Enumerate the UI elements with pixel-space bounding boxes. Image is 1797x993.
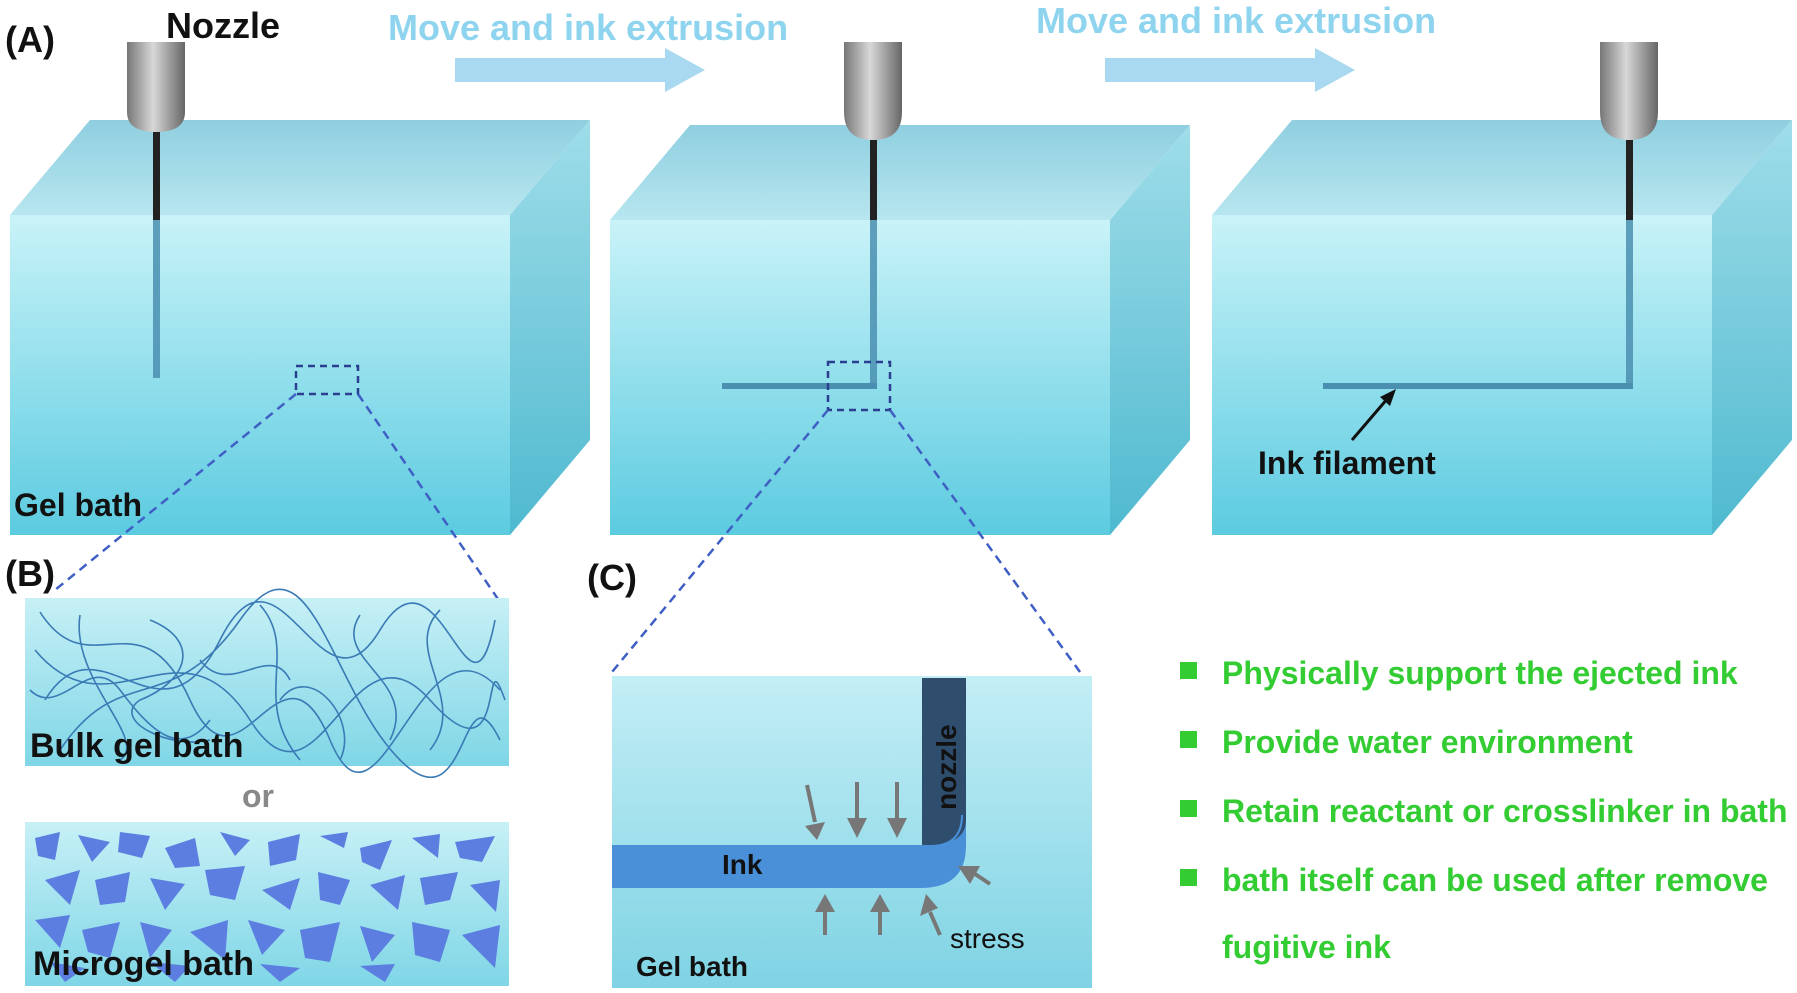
nozzle-label: Nozzle [166, 5, 280, 46]
bullet-text-1: Physically support the ejected ink [1222, 655, 1738, 691]
zoom-box-1 [294, 364, 360, 396]
bulk-gel-bath-panel [25, 588, 509, 778]
c-stress-label: stress [950, 923, 1025, 954]
move-label-1: Move and ink extrusion [388, 7, 788, 48]
move-arrow-1 [455, 48, 705, 92]
or-label: or [242, 778, 274, 814]
gel-bath-cube-2 [610, 125, 1190, 535]
stress-arrows [805, 782, 992, 936]
panel-a-label: (A) [5, 19, 55, 60]
zoom-box-2 [826, 360, 892, 412]
nozzle-1 [127, 42, 185, 378]
microgel-bath-panel [25, 822, 509, 986]
bullet-text-2: Provide water environment [1222, 724, 1633, 760]
bullet-text-4: bath itself can be used after remove [1222, 862, 1768, 898]
ink-filament-arrow [1350, 389, 1396, 441]
bullet-text-5: fugitive ink [1222, 929, 1391, 965]
move-arrow-2 [1105, 48, 1355, 92]
zoom-connector-b [54, 393, 502, 603]
zoom-connector-c [611, 409, 1082, 673]
nozzle-2 [722, 42, 902, 389]
nozzle-3 [1323, 42, 1658, 389]
panel-c-closeup [612, 676, 1092, 988]
bullet-text-3: Retain reactant or crosslinker in bath [1222, 793, 1788, 829]
gel-bath-cube-1 [10, 120, 590, 535]
gel-bath-label: Gel bath [14, 487, 142, 523]
bullet-markers [1180, 662, 1197, 886]
bulk-gel-bath-label: Bulk gel bath [30, 727, 243, 765]
move-label-2: Move and ink extrusion [1036, 0, 1436, 41]
c-gel-bath-label: Gel bath [636, 951, 748, 982]
c-ink-label: Ink [722, 849, 763, 880]
microgel-bath-label: Microgel bath [33, 945, 254, 983]
ink-filament-label: Ink filament [1258, 445, 1436, 481]
panel-c-label: (C) [587, 557, 637, 598]
c-nozzle-label: nozzle [931, 724, 962, 810]
panel-b-label: (B) [5, 553, 55, 594]
